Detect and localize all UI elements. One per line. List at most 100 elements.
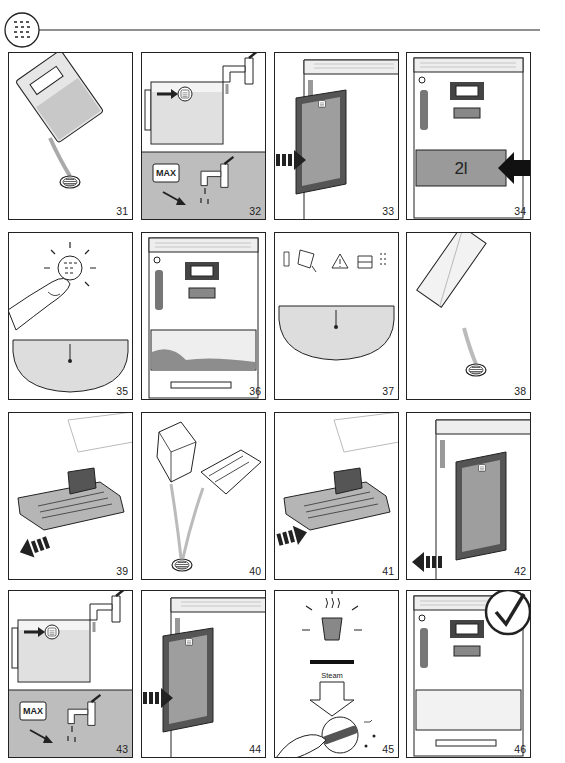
step-panel: 31 — [8, 52, 133, 220]
step-45-art — [302, 590, 362, 630]
step-34-art — [498, 152, 531, 184]
step-number: 41 — [382, 565, 394, 577]
step-40-art — [209, 456, 249, 482]
step-45-art — [276, 590, 376, 758]
step-41-art — [275, 412, 399, 550]
step-panel: 38 — [406, 232, 531, 400]
step-45-art — [322, 725, 359, 745]
step-40-art — [183, 488, 203, 558]
step-42-art — [412, 420, 531, 580]
step-45-art — [326, 598, 340, 608]
step-35-art — [68, 359, 72, 363]
step-number: 34 — [514, 205, 526, 217]
step-35-art — [48, 292, 60, 296]
step-40-art — [171, 484, 181, 558]
step-45-art — [364, 720, 372, 722]
step-panel: 39 — [8, 412, 133, 580]
step-panel: 43 — [8, 590, 133, 758]
step-number: 38 — [514, 385, 526, 397]
step-31-art — [15, 52, 103, 188]
step-number: 35 — [116, 385, 128, 397]
step-38-art — [418, 232, 484, 306]
step-45-art — [276, 735, 326, 758]
step-42-art — [456, 452, 506, 560]
step-42-art — [436, 420, 531, 580]
step-37-art — [334, 325, 338, 329]
step-35-art — [58, 256, 82, 280]
step-39-art — [18, 412, 133, 530]
step-34-art — [414, 58, 531, 218]
max-mark: MAX — [156, 169, 176, 178]
step-number: 36 — [249, 385, 261, 397]
step-46-art — [436, 740, 496, 746]
step-panel: 36 — [141, 232, 266, 400]
step-37-art — [298, 250, 316, 272]
step-37-art — [336, 310, 337, 326]
step-45-art — [310, 682, 354, 716]
step-panel: 32 — [141, 52, 266, 220]
step-43-art — [8, 590, 133, 758]
step-number: 37 — [382, 385, 394, 397]
step-38-art — [417, 232, 486, 307]
header-icon — [5, 13, 39, 47]
step-43-art — [8, 590, 133, 758]
step-45-art — [322, 717, 358, 753]
step-35-art — [8, 278, 70, 330]
step-35-art — [8, 242, 128, 392]
step-46-art — [416, 690, 521, 730]
step-37-art — [279, 306, 394, 360]
step-35-art — [13, 340, 128, 392]
step-45-art — [365, 745, 368, 748]
step-40-art — [157, 422, 196, 482]
step-number: 39 — [116, 565, 128, 577]
step-45-art — [322, 618, 342, 640]
step-42-art — [440, 440, 445, 468]
step-36-art — [151, 330, 256, 370]
step-33-art — [276, 60, 399, 220]
step-31-art — [15, 52, 103, 143]
step-31-art — [15, 52, 103, 143]
step-38-art — [417, 232, 486, 376]
step-31-art — [30, 66, 63, 94]
step-45-art — [373, 735, 376, 738]
step-36-art — [149, 238, 258, 398]
step-41-art — [284, 412, 399, 530]
step-45-art — [310, 660, 354, 664]
step-number: 43 — [116, 743, 128, 755]
step-panel: 42 — [406, 412, 531, 580]
step-41-art — [275, 523, 309, 550]
step-38-art — [464, 328, 476, 364]
step-40-art — [159, 432, 196, 482]
step-panel: 41 — [274, 412, 399, 580]
step-35-art — [70, 344, 71, 360]
header-icon — [39, 30, 540, 31]
step-number: 31 — [116, 205, 128, 217]
step-number: 33 — [382, 205, 394, 217]
step-35-art — [64, 263, 77, 273]
step-37-art — [279, 250, 394, 360]
step-40-art — [201, 450, 261, 494]
step-number: 42 — [514, 565, 526, 577]
step-46-art — [496, 594, 524, 624]
step-37-art — [284, 252, 289, 266]
step-38-art — [466, 364, 486, 376]
step-36-art — [171, 382, 231, 388]
step-panel: 37 — [274, 232, 399, 400]
step-panel: 44 — [141, 590, 266, 758]
step-panel: 33 — [274, 52, 399, 220]
step-37-art — [332, 254, 348, 268]
step-42-art — [412, 552, 442, 572]
step-46-art — [414, 590, 530, 756]
step-44-art — [143, 598, 266, 758]
step-number: 32 — [249, 205, 261, 217]
step-number: 45 — [382, 743, 394, 755]
step-36-art — [149, 238, 258, 398]
step-39-art — [16, 533, 51, 562]
step-44-art — [143, 598, 266, 758]
step-39-art — [16, 412, 133, 562]
step-38-art — [417, 232, 486, 307]
step-40-art — [157, 422, 261, 571]
step-number: 46 — [514, 743, 526, 755]
